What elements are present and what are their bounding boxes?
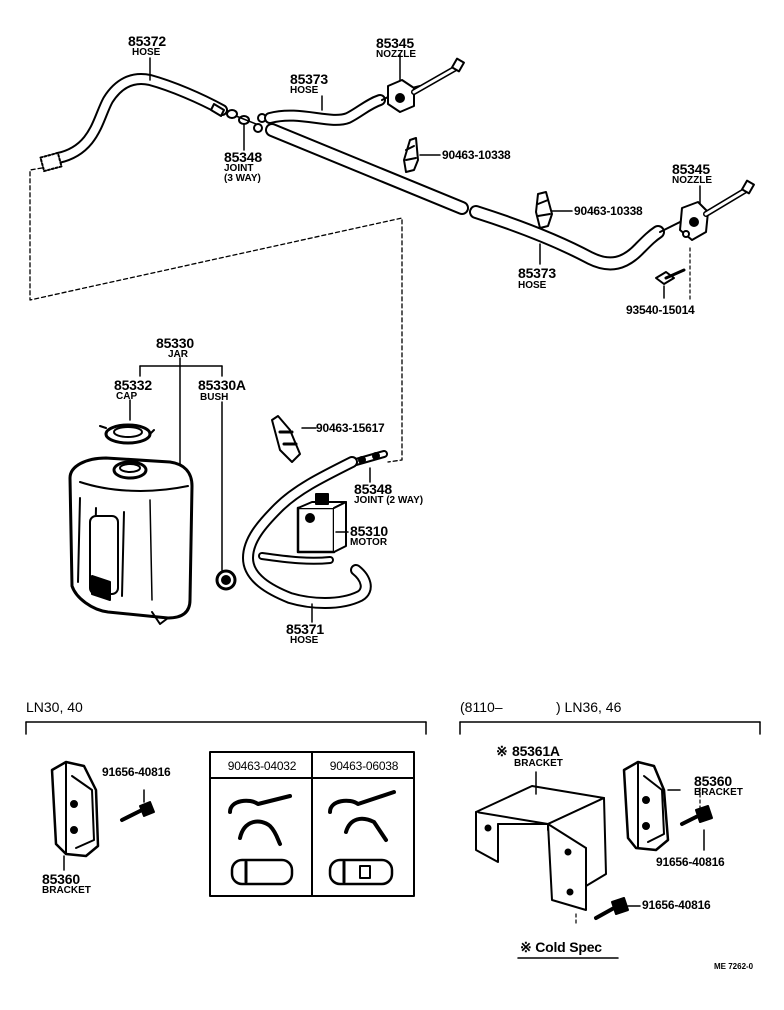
label-bolt-91656-right-upper: 91656-40816: [656, 855, 725, 869]
hose-85373-top: [264, 94, 386, 126]
label-85332-number: 85332: [114, 377, 152, 393]
clip-90463-15617: [271, 415, 317, 463]
label-85361A-name: BRACKET: [514, 758, 563, 769]
label-85330A-number: 85330A: [198, 377, 246, 393]
label-85373-top-name: HOSE: [290, 85, 319, 96]
label-85360-left-name: BRACKET: [42, 885, 91, 896]
label-85348-2way-number: 85348: [354, 481, 392, 497]
legend-cold-spec: ※ Cold Spec: [520, 939, 602, 955]
label-85373-right-name: HOSE: [518, 280, 547, 291]
label-85371-number: 85371: [286, 621, 324, 637]
label-85348-3way-name2: (3 WAY): [224, 173, 261, 184]
label-clip-10338-upper: 90463-10338: [442, 148, 511, 162]
joint-3way: [226, 109, 267, 133]
label-clip-10338-lower: 90463-10338: [574, 204, 643, 218]
bracket-85360-right: [622, 760, 701, 852]
leaders-jar: [129, 357, 223, 571]
clip-table: [209, 751, 415, 897]
label-85373-right-number: 85373: [518, 265, 556, 281]
hose-85372: [39, 73, 228, 173]
label-85361A-number: 85361A: [512, 743, 560, 759]
bolt-91656-left: [120, 789, 155, 822]
nozzle-right: [659, 179, 755, 241]
jar-85330: [68, 456, 194, 625]
bracket-85361A: [475, 771, 607, 925]
bush-85330A: [215, 569, 237, 591]
label-bolt-91656-right-lower: 91656-40816: [642, 898, 711, 912]
table-header-06038: 90463-06038: [329, 759, 399, 773]
label-85348-3way-name: JOINT: [224, 163, 254, 174]
label-85371-name: HOSE: [290, 635, 319, 646]
label-85330A-name: BUSH: [200, 392, 229, 403]
panel-right-frame: [459, 721, 761, 735]
screw-93540-15014: [655, 247, 691, 301]
joint-2way: [352, 450, 388, 483]
label-85348-2way-name: JOINT (2 WAY): [354, 495, 424, 506]
label-85330-name: JAR: [168, 349, 189, 360]
label-85332-name: CAP: [116, 391, 138, 402]
label-85310-number: 85310: [350, 523, 388, 539]
label-85372-number: 85372: [128, 33, 166, 49]
label-85330-number: 85330: [156, 335, 194, 351]
cold-spec-mark: ※: [496, 743, 508, 759]
label-85345-right-name: NOZZLE: [672, 175, 712, 186]
label-85360-left-number: 85360: [42, 871, 80, 887]
label-85345-top-name: NOZZLE: [376, 49, 416, 60]
panel-right-header-left: (8110–: [460, 699, 503, 715]
label-85360-right-number: 85360: [694, 773, 732, 789]
label-85345-top-number: 85345: [376, 35, 414, 51]
label-screw-93540: 93540-15014: [626, 303, 695, 317]
bracket-85360-left: [50, 760, 100, 871]
clip-90463-10338-lower: [535, 191, 573, 229]
label-bolt-91656-left: 91656-40816: [102, 765, 171, 779]
label-85360-right-name: BRACKET: [694, 787, 743, 798]
dashed-routing: [29, 167, 403, 463]
cap-85332: [99, 423, 155, 445]
bolt-91656-right-upper: [680, 805, 713, 851]
motor-85310: [296, 493, 349, 554]
label-clip-15617: 90463-15617: [316, 421, 385, 435]
nozzle-top: [381, 57, 465, 113]
label-85310-name: MOTOR: [350, 537, 388, 548]
hose-85371: [242, 456, 372, 623]
panel-left-frame: [25, 721, 427, 735]
bolt-91656-right-lower: [594, 897, 641, 920]
hose-85373-long: [265, 123, 665, 271]
label-85373-top-number: 85373: [290, 71, 328, 87]
panel-left-header: LN30, 40: [26, 699, 83, 715]
table-header-04032: 90463-04032: [227, 759, 297, 773]
drawing-code: ME 7262-0: [714, 962, 754, 971]
clip-90463-10338-upper: [403, 137, 441, 173]
label-85348-3way-number: 85348: [224, 149, 262, 165]
label-85372-name: HOSE: [132, 47, 161, 58]
panel-right-header-right: ) LN36, 46: [556, 699, 622, 715]
label-85345-right-number: 85345: [672, 161, 710, 177]
